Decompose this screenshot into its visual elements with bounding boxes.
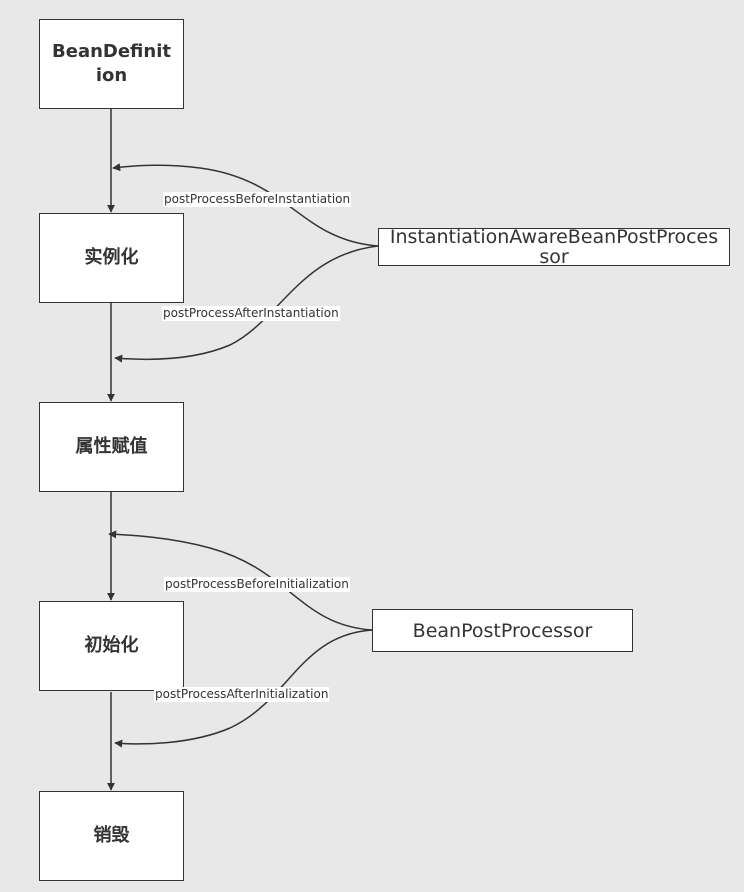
instantiation-aware-processor-label: InstantiationAwareBeanPostProcessor — [389, 228, 719, 266]
label-before-initialization: postProcessBeforeInitialization — [164, 577, 350, 592]
curve-before-instantiation — [112, 163, 379, 247]
node-initialization-label: 初始化 — [84, 635, 139, 656]
bean-post-processor-label: BeanPostProcessor — [412, 619, 593, 642]
node-bean-definition-label: BeanDefinition — [52, 41, 171, 86]
node-populate-properties: 属性赋值 — [39, 402, 184, 492]
label-after-instantiation: postProcessAfterInstantiation — [162, 306, 340, 321]
node-initialization: 初始化 — [39, 601, 184, 691]
curve-after-instantiation — [114, 245, 379, 363]
label-before-instantiation: postProcessBeforeInstantiation — [163, 192, 352, 207]
node-instantiation-label: 实例化 — [84, 247, 139, 268]
node-instantiation-aware-processor: InstantiationAwareBeanPostProcessor — [378, 228, 730, 266]
node-destruction: 销毁 — [39, 791, 184, 881]
curve-after-initialization — [114, 629, 373, 748]
node-populate-properties-label: 属性赋值 — [75, 436, 148, 457]
node-instantiation: 实例化 — [39, 213, 184, 303]
curve-before-initialization — [108, 530, 373, 631]
node-bean-post-processor: BeanPostProcessor — [372, 609, 633, 652]
node-destruction-label: 销毁 — [93, 825, 130, 846]
node-bean-definition: BeanDefinition — [39, 19, 184, 109]
label-after-initialization: postProcessAfterInitialization — [154, 687, 330, 702]
